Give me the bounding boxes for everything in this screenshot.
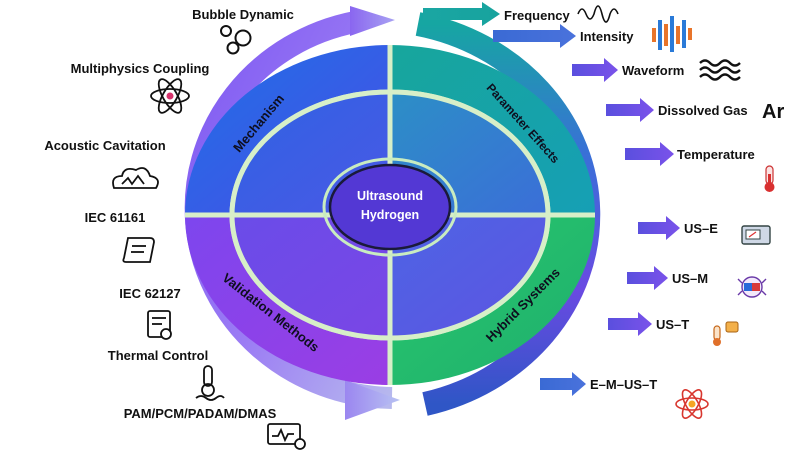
thermometer-icon-right xyxy=(764,165,775,192)
arrow-us-m xyxy=(627,266,668,290)
right-items: Frequency Intensity Waveform Dissolved G… xyxy=(504,8,755,392)
right-item-dissolved-gas: Dissolved Gas xyxy=(658,103,748,118)
main-wheel: Ultrasound Hydrogen Mechanism Parameter … xyxy=(185,45,595,385)
right-item-frequency: Frequency xyxy=(504,8,571,23)
left-item-multiphysics-coupling: Multiphysics Coupling xyxy=(71,61,210,76)
arrow-dissolved-gas xyxy=(606,98,654,122)
top-arrowhead xyxy=(350,6,395,36)
arrow-intensity xyxy=(493,24,576,48)
arrow-frequency xyxy=(423,2,500,26)
electrolyzer-device-icon xyxy=(741,225,771,245)
atom-icon xyxy=(150,78,190,114)
sine-wave-icon xyxy=(577,5,619,23)
right-item-us-t: US–T xyxy=(656,317,689,332)
left-items: Bubble Dynamic Multiphysics Coupling Aco… xyxy=(44,7,294,421)
thermometer-icon-left xyxy=(195,365,225,401)
arrow-us-e xyxy=(638,216,680,240)
left-item-bubble-dynamic: Bubble Dynamic xyxy=(192,7,294,22)
argon-symbol: Ar xyxy=(762,101,784,123)
bottom-arrowhead xyxy=(345,380,400,420)
right-item-waveform: Waveform xyxy=(622,63,684,78)
right-item-us-e: US–E xyxy=(684,221,718,236)
right-item-us-m: US–M xyxy=(672,271,708,286)
left-item-thermal-control: Thermal Control xyxy=(108,348,208,363)
center-hub xyxy=(328,163,452,251)
left-item-acoustic-cavitation: Acoustic Cavitation xyxy=(44,138,165,153)
bubbles-icon xyxy=(220,25,252,55)
left-item-iec-61161: IEC 61161 xyxy=(85,210,146,225)
cavitation-cloud-icon xyxy=(112,167,159,189)
right-item-intensity: Intensity xyxy=(580,29,634,44)
right-arrows xyxy=(423,2,680,396)
thermal-icon xyxy=(713,321,739,346)
left-item-pam-pcm: PAM/PCM/PADAM/DMAS xyxy=(124,406,277,421)
certificate-icon xyxy=(147,310,172,340)
arrow-e-m-us-t xyxy=(540,372,586,396)
atom-orbit-icon xyxy=(675,389,709,419)
equalizer-icon xyxy=(652,16,692,52)
waves-icon xyxy=(699,59,741,81)
scroll-icon xyxy=(122,237,155,263)
center-title-line2: Hydrogen xyxy=(361,208,419,222)
left-item-iec-62127: IEC 62127 xyxy=(119,286,180,301)
arrow-temperature xyxy=(625,142,674,166)
center-title-line1: Ultrasound xyxy=(357,189,423,203)
magnet-icon xyxy=(737,276,767,298)
arrow-waveform xyxy=(572,58,618,82)
right-item-temperature: Temperature xyxy=(677,147,755,162)
arrow-us-t xyxy=(608,312,652,336)
right-item-e-m-us-t: E–M–US–T xyxy=(590,377,657,392)
monitor-gear-icon xyxy=(267,423,306,450)
